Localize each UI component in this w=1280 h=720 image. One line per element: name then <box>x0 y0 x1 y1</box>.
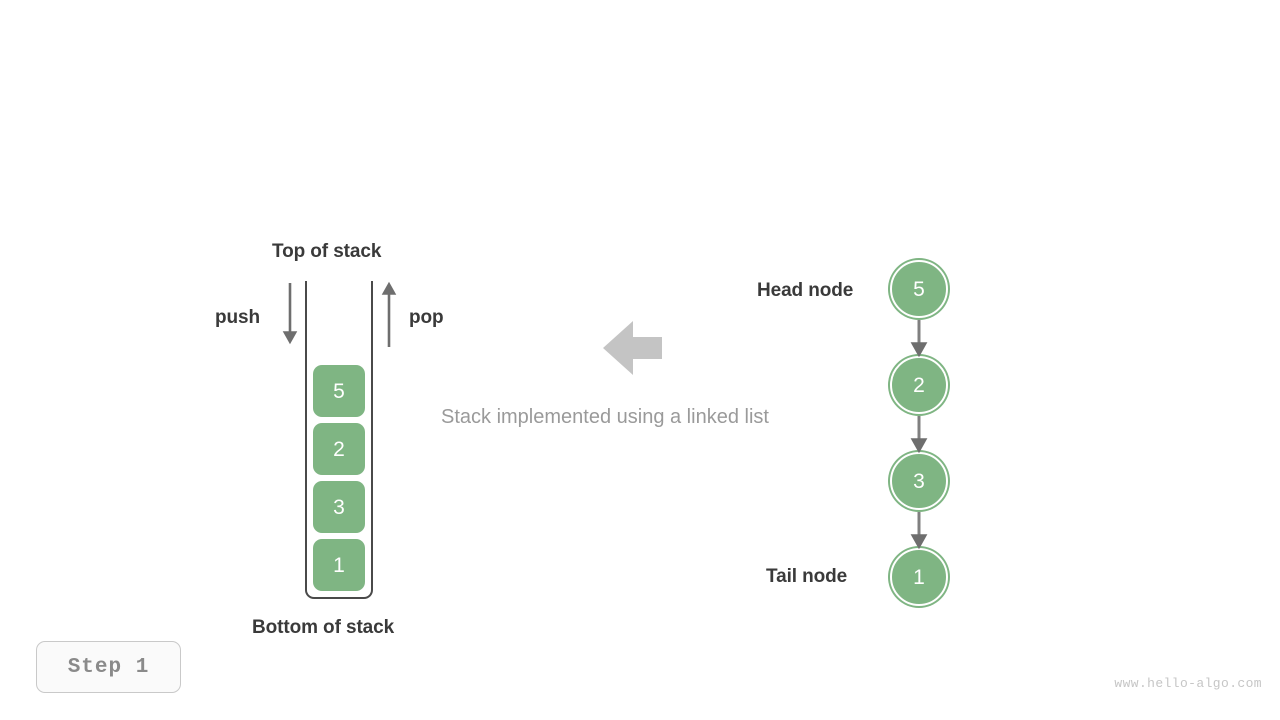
stack-container <box>305 281 373 599</box>
bottom-of-stack-label: Bottom of stack <box>252 617 395 638</box>
top-of-stack-label: Top of stack <box>272 241 382 262</box>
head-node-label: Head node <box>757 280 854 301</box>
step-badge: Step 1 <box>36 641 181 693</box>
stack-cell: 3 <box>313 481 365 533</box>
stack-cell: 2 <box>313 423 365 475</box>
stack-cell: 1 <box>313 539 365 591</box>
linked-list-node: 3 <box>890 452 948 510</box>
tail-node-label: Tail node <box>766 566 848 587</box>
linked-list-node: 5 <box>890 260 948 318</box>
push-label: push <box>215 307 260 328</box>
step-badge-label: Step 1 <box>67 655 150 679</box>
stack-cell: 5 <box>313 365 365 417</box>
linked-list-node: 2 <box>890 356 948 414</box>
pop-label: pop <box>409 307 444 328</box>
left-block-arrow-icon <box>603 321 662 375</box>
linked-list-node: 1 <box>890 548 948 606</box>
watermark: www.hello-algo.com <box>1114 676 1262 691</box>
diagram-caption: Stack implemented using a linked list <box>441 406 769 428</box>
